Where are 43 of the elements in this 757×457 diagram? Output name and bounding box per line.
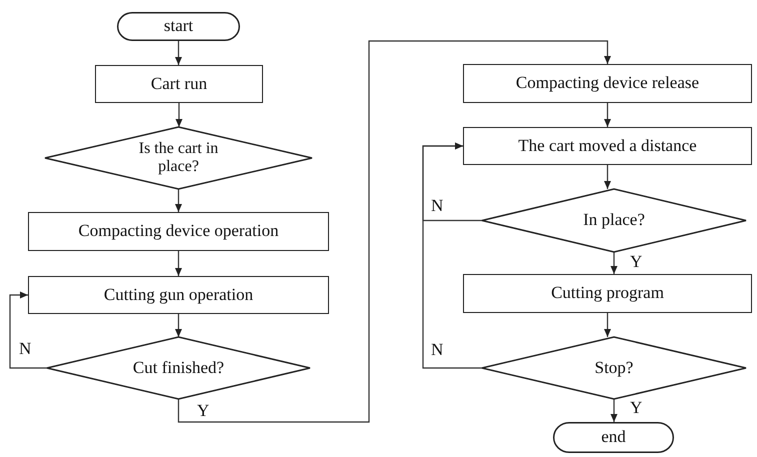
terminal-shape — [117, 12, 240, 41]
arrow — [610, 399, 618, 422]
process-box — [463, 127, 752, 165]
node-label: Cart run — [150, 74, 208, 94]
node-label: Cutting program — [551, 284, 664, 303]
process-box — [28, 212, 329, 251]
node-label: Cutting gun operation — [104, 286, 254, 304]
decision-diamond — [482, 189, 746, 252]
arrow — [175, 251, 182, 276]
node-label: Cut finished? — [132, 358, 224, 378]
node-label: Compacting device release — [516, 74, 700, 93]
arrow — [604, 165, 611, 189]
node-label: In place? — [583, 211, 645, 230]
node-label: Is the cart in place? — [138, 140, 218, 176]
arrow — [610, 252, 618, 274]
decision-diamond — [47, 337, 310, 399]
node-label: Compacting device operation — [78, 222, 279, 241]
node-label: The cart moved a distance — [518, 136, 697, 156]
node-label: end — [601, 428, 626, 447]
edge-label: Y — [629, 253, 644, 270]
process-box — [463, 64, 752, 103]
arrow — [175, 41, 182, 65]
arrow — [604, 313, 611, 337]
node-label: start — [164, 17, 194, 36]
edge-label: N — [430, 341, 444, 358]
edge-label: N — [430, 197, 444, 214]
arrow — [422, 142, 482, 369]
decision-diamond — [482, 337, 746, 399]
process-box — [463, 274, 752, 313]
arrow — [175, 189, 182, 212]
arrow — [175, 314, 182, 337]
arrow — [176, 103, 182, 127]
process-box — [28, 276, 329, 314]
process-box — [95, 65, 263, 103]
arrow — [178, 40, 611, 423]
arrow — [604, 103, 611, 127]
edge-label: Y — [196, 402, 210, 419]
node-label: Stop? — [594, 358, 634, 378]
decision-diamond — [45, 127, 312, 189]
terminal-shape — [553, 422, 674, 453]
edge-label: Y — [629, 399, 644, 416]
edge-label: N — [18, 340, 32, 357]
arrow — [9, 292, 47, 369]
